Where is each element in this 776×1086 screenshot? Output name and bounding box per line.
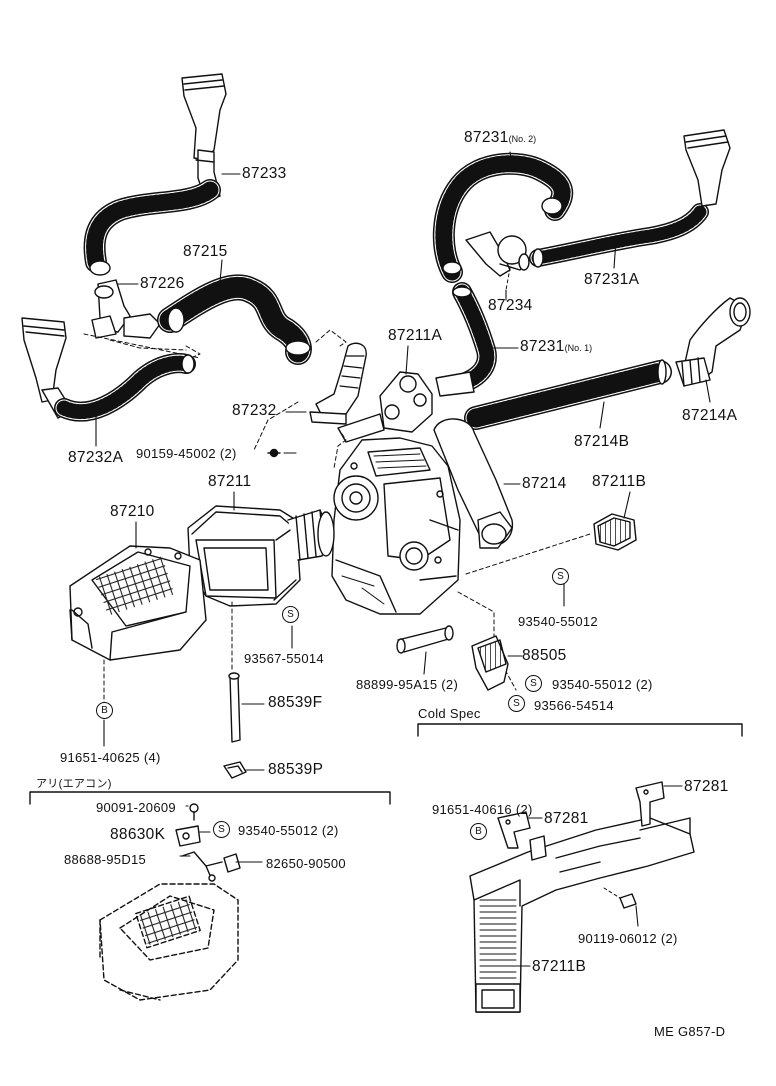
footer-code: ME G857-D <box>654 1024 726 1039</box>
bracket-87281-a <box>635 781 665 827</box>
label-93540-55012-2: 93540-55012 (2) <box>552 677 653 692</box>
duct-87231A-outlet <box>683 129 731 207</box>
marker-s-93566: S <box>508 695 525 712</box>
hose-87232A <box>54 353 196 422</box>
part-87211B <box>593 513 637 551</box>
marker-b-91651-40625: B <box>96 702 113 719</box>
marker-b-91651-40616: B <box>470 823 487 840</box>
duct-cold-spec <box>469 817 695 1013</box>
elbow-87214A <box>675 297 751 387</box>
label-87231A: 87231A <box>584 271 640 288</box>
label-87215: 87215 <box>183 243 228 260</box>
aircon-bracket <box>29 791 391 805</box>
screw-90091 <box>189 803 199 821</box>
label-88688-95D15: 88688-95D15 <box>64 852 147 867</box>
label-93540-55012: 93540-55012 <box>518 614 598 629</box>
relay-88505 <box>471 635 509 691</box>
label-91651-40625: 91651-40625 (4) <box>60 750 161 765</box>
label-87281-b: 87281 <box>544 810 589 827</box>
section-aircon: アリ(エアコン) <box>36 778 112 790</box>
hose-upper-left <box>83 179 221 276</box>
clip-88539P <box>223 761 247 779</box>
bracket-87281-b <box>497 811 547 861</box>
label-87231-no2-note: (No. 2) <box>508 134 537 144</box>
label-87233: 87233 <box>242 165 287 182</box>
screw-90159 <box>267 448 281 458</box>
label-87232: 87232 <box>232 402 277 419</box>
case-87210 <box>69 545 207 661</box>
duct-87214 <box>433 418 513 549</box>
aircon-assembly <box>99 883 239 1001</box>
label-87214B: 87214B <box>574 433 630 450</box>
section-cold-spec: Cold Spec <box>418 706 481 721</box>
label-87231-no2-number: 87231 <box>464 129 509 146</box>
tube-88899 <box>396 625 454 654</box>
marker-s-93540: S <box>552 568 569 585</box>
hose-87231-no2 <box>432 152 574 283</box>
label-87231-no1: 87231(No. 1) <box>520 339 592 356</box>
label-90091-20609: 90091-20609 <box>96 800 176 815</box>
screw-90119 <box>603 887 637 909</box>
label-88539P: 88539P <box>268 761 324 778</box>
marker-s-93567: S <box>282 606 299 623</box>
duct-87211 <box>187 505 335 607</box>
heater-unit <box>331 437 461 615</box>
elbow-87232 <box>309 342 367 425</box>
clamp-88688 <box>181 851 223 882</box>
label-91651-40616: 91651-40616 (2) <box>432 802 533 817</box>
label-93567-55014: 93567-55014 <box>244 651 324 666</box>
leader-lines <box>95 151 711 967</box>
aircon-grid <box>138 898 198 946</box>
label-87211B: 87211B <box>592 473 647 490</box>
band-88539F <box>228 672 241 743</box>
label-87232A: 87232A <box>68 449 124 466</box>
marker-s-93540-3: S <box>213 821 230 838</box>
joint-87226 <box>91 279 161 339</box>
marker-s-93540-2: S <box>525 675 542 692</box>
label-87226: 87226 <box>140 275 185 292</box>
label-87214: 87214 <box>522 475 567 492</box>
label-87211B-cold: 87211B <box>532 958 587 975</box>
clip-82650 <box>223 853 241 873</box>
hose-87215 <box>157 274 312 365</box>
label-93540-55012-3: 93540-55012 (2) <box>238 823 339 838</box>
label-87211A: 87211A <box>388 327 443 344</box>
label-88630K: 88630K <box>110 826 166 843</box>
label-87231-no1-number: 87231 <box>520 338 565 355</box>
label-82650-90500: 82650-90500 <box>266 856 346 871</box>
label-87211: 87211 <box>208 473 252 490</box>
hose-87214B <box>464 359 672 430</box>
label-90119-06012: 90119-06012 (2) <box>578 931 678 946</box>
label-87281-a: 87281 <box>684 778 729 795</box>
label-93566-54514: 93566-54514 <box>534 698 614 713</box>
label-87231-no1-note: (No. 1) <box>564 343 593 353</box>
label-88505: 88505 <box>522 647 567 664</box>
sensor-88630K <box>175 825 201 847</box>
joint-87234 <box>465 231 530 291</box>
vent-87211A <box>337 371 433 443</box>
cold-spec-bracket <box>417 723 743 737</box>
label-87214A: 87214A <box>682 407 738 424</box>
label-88539F: 88539F <box>268 694 323 711</box>
hose-87231-no1 <box>435 282 497 397</box>
label-90159: 90159-45002 (2) <box>136 446 237 461</box>
hose-87231A <box>529 203 709 268</box>
label-88899: 88899-95A15 (2) <box>356 677 459 692</box>
label-87234: 87234 <box>488 297 533 314</box>
label-87210: 87210 <box>110 503 155 520</box>
label-87231-no2: 87231(No. 2) <box>464 130 536 147</box>
dashed-guides <box>103 401 591 705</box>
